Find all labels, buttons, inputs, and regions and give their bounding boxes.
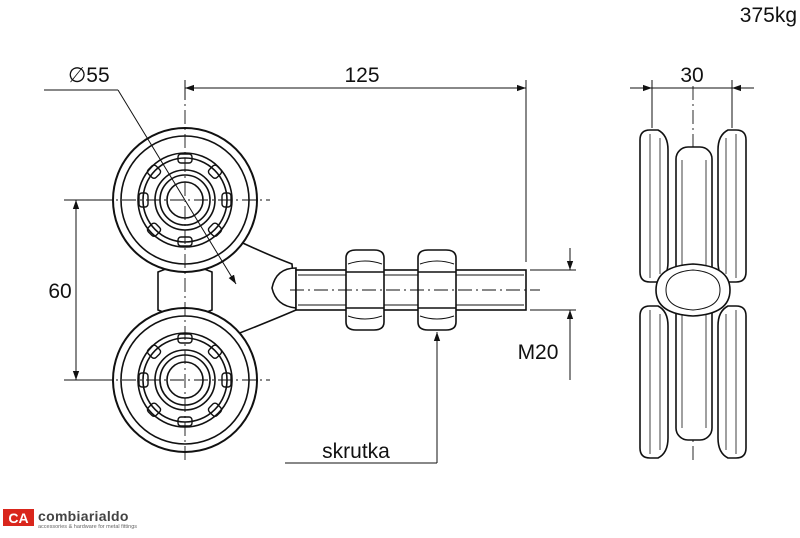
logo-name: combiarialdo xyxy=(38,508,129,524)
dimensions-front xyxy=(44,80,576,464)
spacing-label: 60 xyxy=(48,280,71,303)
weight-label: 375kg xyxy=(740,4,797,27)
upper-wheel xyxy=(112,127,258,273)
front-view xyxy=(112,127,527,453)
thread-label: M20 xyxy=(518,341,559,364)
dimensions-side xyxy=(630,80,754,128)
side-view xyxy=(639,129,747,459)
logo-tagline: accessories & hardware for metal fitting… xyxy=(38,524,137,530)
length-label: 125 xyxy=(344,64,379,87)
part-label: skrutka xyxy=(322,440,390,463)
logo-mark xyxy=(3,509,34,526)
diameter-label: ∅55 xyxy=(68,64,110,87)
logo-mark-text: CA xyxy=(8,510,28,526)
company-logo: CA combiarialdo accessories & hardware f… xyxy=(3,508,137,530)
bolt-dome xyxy=(271,267,297,309)
width-label: 30 xyxy=(680,64,703,87)
